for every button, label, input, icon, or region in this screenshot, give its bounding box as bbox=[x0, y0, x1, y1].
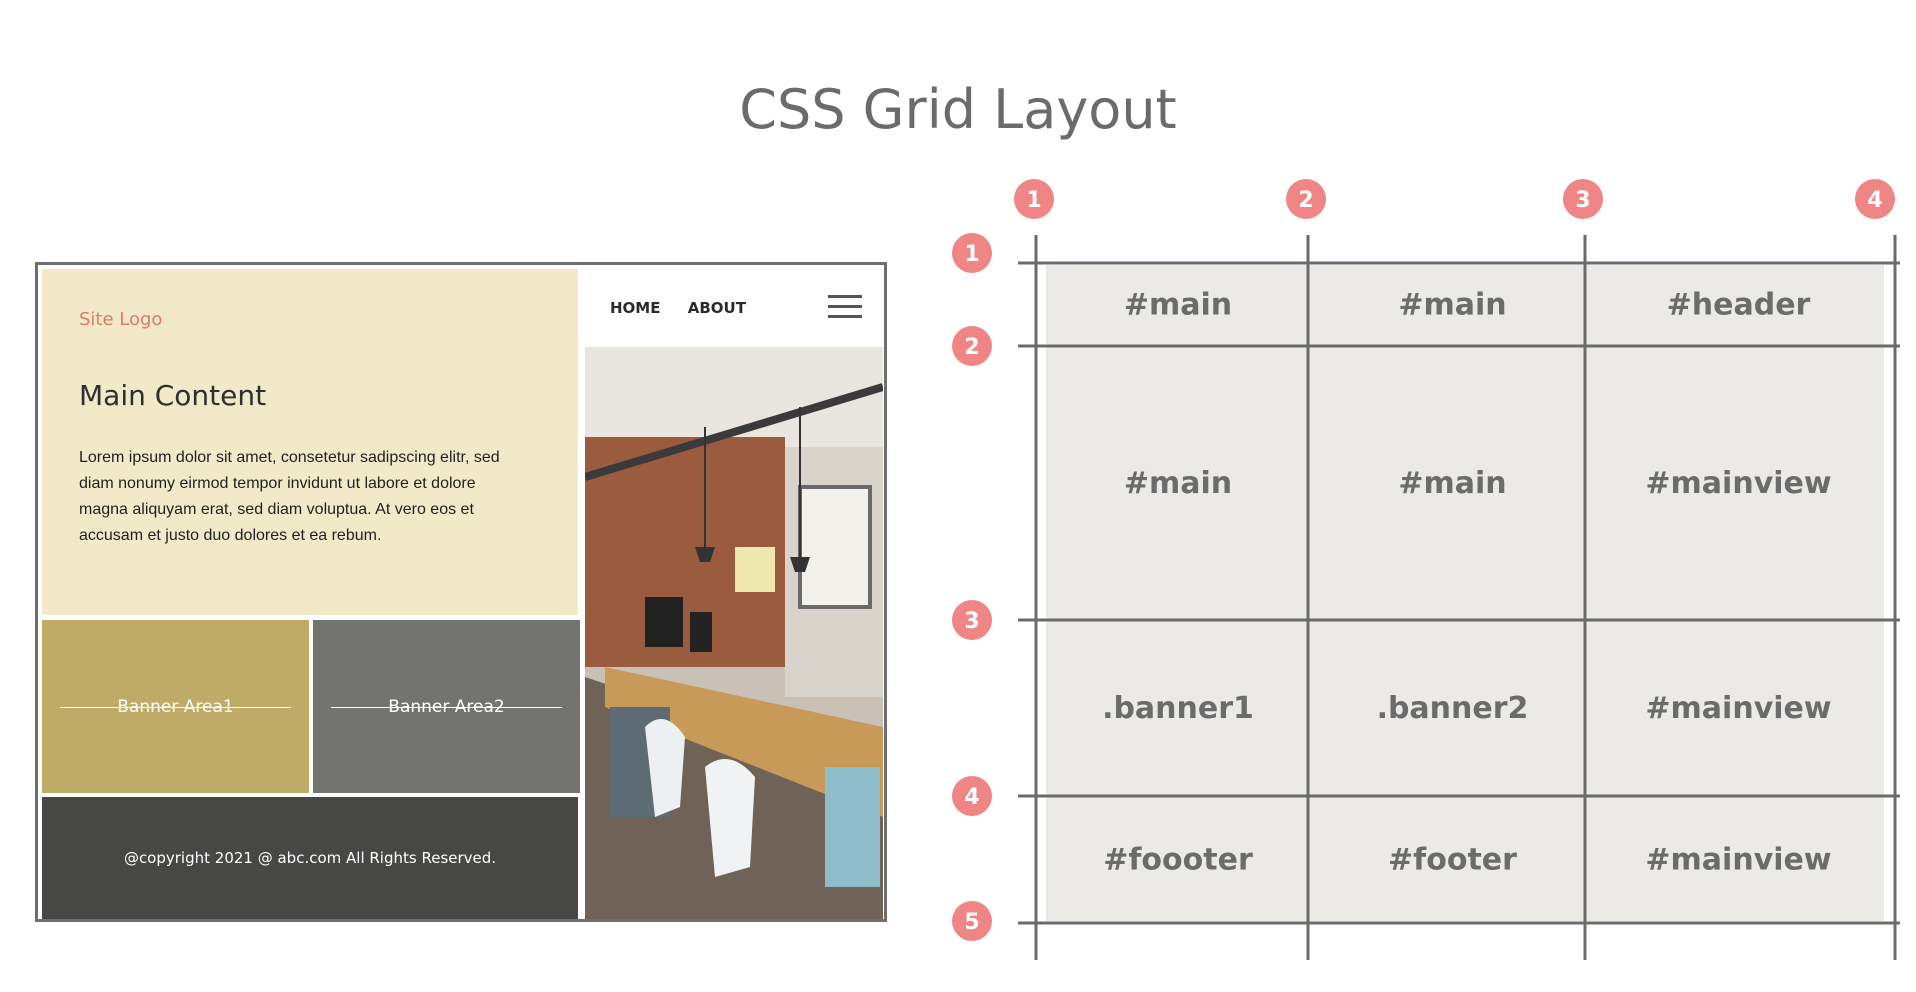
grid-cell-label: #mainview bbox=[1645, 691, 1831, 726]
footer-copyright: @copyright 2021 @ abc.com All Rights Res… bbox=[123, 849, 497, 867]
office-photo bbox=[585, 347, 883, 919]
column-line-number-badge: 4 bbox=[1855, 179, 1895, 219]
row-line-number-badge: 4 bbox=[952, 776, 992, 816]
row-line-number-badge: 2 bbox=[952, 326, 992, 366]
footer-area: @copyright 2021 @ abc.com All Rights Res… bbox=[42, 797, 578, 919]
grid-cell-label: #header bbox=[1667, 288, 1811, 323]
nav-home-link[interactable]: HOME bbox=[610, 299, 661, 317]
website-mockup: Site Logo Main Content Lorem ipsum dolor… bbox=[35, 262, 887, 922]
grid-cell-label: #main bbox=[1398, 466, 1506, 501]
banner-area-2: Banner Area2 bbox=[313, 620, 580, 793]
grid-cell-label: #footer bbox=[1388, 843, 1517, 878]
row-line-number: 4 bbox=[964, 785, 979, 810]
hamburger-menu-icon[interactable] bbox=[828, 295, 862, 319]
banner-area-1: Banner Area1 bbox=[42, 620, 309, 793]
site-logo[interactable]: Site Logo bbox=[79, 309, 163, 330]
page-title: CSS Grid Layout bbox=[739, 78, 1177, 141]
column-line-number: 4 bbox=[1867, 188, 1882, 213]
row-line-number: 2 bbox=[964, 335, 979, 360]
main-paragraph: Lorem ipsum dolor sit amet, consetetur s… bbox=[79, 449, 500, 544]
row-line-number: 1 bbox=[964, 242, 979, 267]
column-line-number-badge: 1 bbox=[1014, 179, 1054, 219]
grid-cell-label: .banner1 bbox=[1102, 691, 1254, 726]
grid-line-numbers: 1 2 3 4 1 2 3 4 5 bbox=[952, 179, 1895, 941]
grid-cells: #main #main #header #main #main #mainview .ban… bbox=[1046, 265, 1884, 921]
grid-cell-label: #mainview bbox=[1645, 843, 1831, 878]
grid-cell-label: #main bbox=[1124, 288, 1232, 323]
grid-cell-label: #mainview bbox=[1645, 466, 1831, 501]
main-heading: Main Content bbox=[79, 379, 267, 412]
column-line-number-badge: 2 bbox=[1286, 179, 1326, 219]
main-content-area: Site Logo Main Content Lorem ipsum dolor… bbox=[42, 269, 578, 615]
grid-lines bbox=[1018, 235, 1900, 960]
row-line-number-badge: 5 bbox=[952, 901, 992, 941]
row-line-number: 3 bbox=[964, 609, 979, 634]
grid-cell-label: #foooter bbox=[1103, 843, 1253, 878]
column-line-number: 2 bbox=[1298, 188, 1313, 213]
grid-cell-label: #main bbox=[1398, 288, 1506, 323]
row-line-number-badge: 3 bbox=[952, 600, 992, 640]
row-line-number-badge: 1 bbox=[952, 233, 992, 273]
grid-cell-label: #main bbox=[1124, 466, 1232, 501]
grid-background bbox=[1046, 265, 1884, 921]
grid-cell-label: .banner2 bbox=[1377, 691, 1529, 726]
column-line-number: 1 bbox=[1026, 188, 1041, 213]
row-line-number: 5 bbox=[964, 910, 979, 935]
grid-diagram: #main #main #header #main #main #mainview .ban… bbox=[952, 179, 1900, 960]
column-line-number-badge: 3 bbox=[1563, 179, 1603, 219]
banner-area-2-label: Banner Area2 bbox=[388, 696, 505, 717]
column-line-number: 3 bbox=[1575, 188, 1590, 213]
nav-about-link[interactable]: ABOUT bbox=[687, 299, 746, 317]
header-nav: HOME ABOUT bbox=[610, 299, 768, 317]
banner-area-1-label: Banner Area1 bbox=[117, 696, 234, 717]
